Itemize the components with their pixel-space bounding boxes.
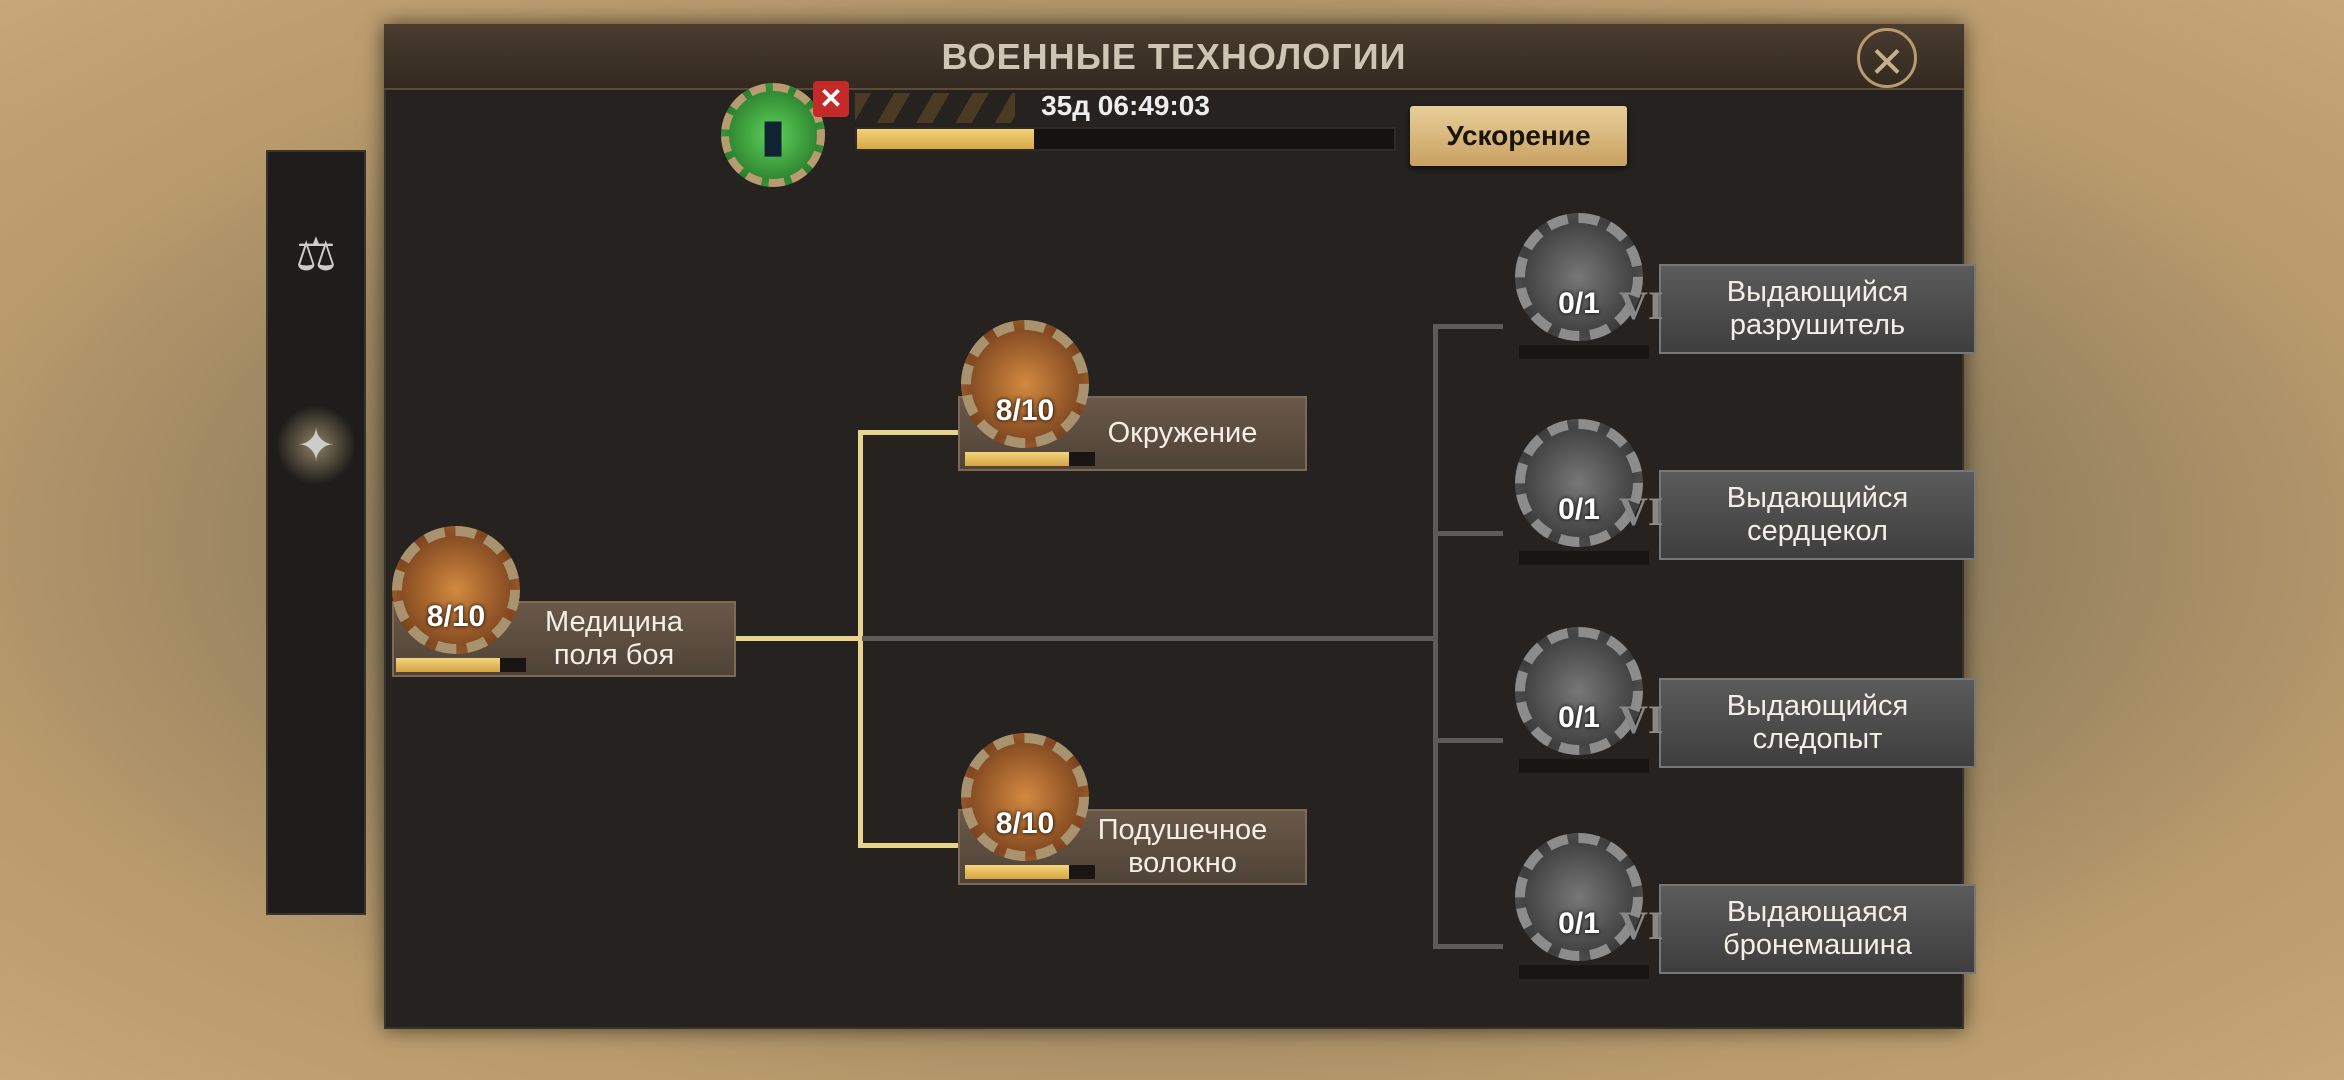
tech-node-icon [1515, 213, 1643, 341]
connector [736, 636, 862, 641]
close-button[interactable]: × [1857, 28, 1917, 91]
page-title: ВОЕННЫЕ ТЕХНОЛОГИИ [941, 36, 1407, 77]
tech-node-icon [1515, 627, 1643, 755]
research-progress-fill [857, 129, 1035, 149]
tech-node-progress-fill [396, 658, 500, 672]
tech-node-level: 0/1 [1558, 287, 1600, 320]
tier-label: VI [1619, 283, 1664, 328]
tech-node-level: 8/10 [995, 807, 1055, 840]
tech-node-progress-fill [965, 452, 1069, 466]
tech-node-progress [1519, 345, 1649, 359]
tech-node-progress [1519, 551, 1649, 565]
connector [1433, 326, 1438, 948]
tech-node-level: 8/10 [995, 394, 1055, 427]
connector [1433, 531, 1503, 536]
research-item-icon: ▮ [721, 83, 825, 187]
research-timer: 35д 06:49:03 [1041, 90, 1210, 121]
tech-node-label: Выдающаяся бронемашина [1659, 884, 1976, 974]
tech-node-icon [392, 526, 520, 654]
connector [1433, 944, 1503, 949]
category-sidebar: ⚖ ✦ [266, 150, 366, 915]
tech-node-icon [1515, 833, 1643, 961]
speedup-button[interactable]: Ускорение [1410, 106, 1627, 166]
connector [862, 636, 1437, 641]
tech-node-progress [965, 452, 1095, 466]
tech-node-icon [1515, 419, 1643, 547]
tech-node-level: 0/1 [1558, 493, 1600, 526]
tech-node-level: 8/10 [426, 600, 486, 633]
tech-node-label: Выдающийся разрушитель [1659, 264, 1976, 354]
tech-node-icon [961, 320, 1089, 448]
tech-node-label: Выдающийся следопыт [1659, 678, 1976, 768]
hazard-stripes [855, 93, 1015, 123]
connector [1433, 738, 1503, 743]
tech-node-progress-fill [965, 865, 1069, 879]
title-bar [384, 24, 1964, 90]
connector [858, 432, 863, 847]
connector [1433, 324, 1503, 329]
economy-scales-icon[interactable]: ⚖ [295, 228, 337, 280]
tech-node-icon [961, 733, 1089, 861]
connector [858, 843, 958, 848]
military-rifle-icon[interactable]: ✦ [276, 405, 356, 485]
cancel-research-button[interactable]: ✕ [813, 81, 849, 117]
tier-label: VI [1619, 697, 1664, 742]
research-progress-bar [855, 127, 1396, 151]
tech-node-level: 0/1 [1558, 701, 1600, 734]
tech-node-progress [1519, 965, 1649, 979]
tier-label: VI [1619, 489, 1664, 534]
tech-node-level: 0/1 [1558, 907, 1600, 940]
tier-label: VI [1619, 903, 1664, 948]
tech-node-progress [1519, 759, 1649, 773]
tech-node-progress [396, 658, 526, 672]
tech-node-label: Выдающийся сердцекол [1659, 470, 1976, 560]
connector [858, 430, 958, 435]
tech-node-progress [965, 865, 1095, 879]
